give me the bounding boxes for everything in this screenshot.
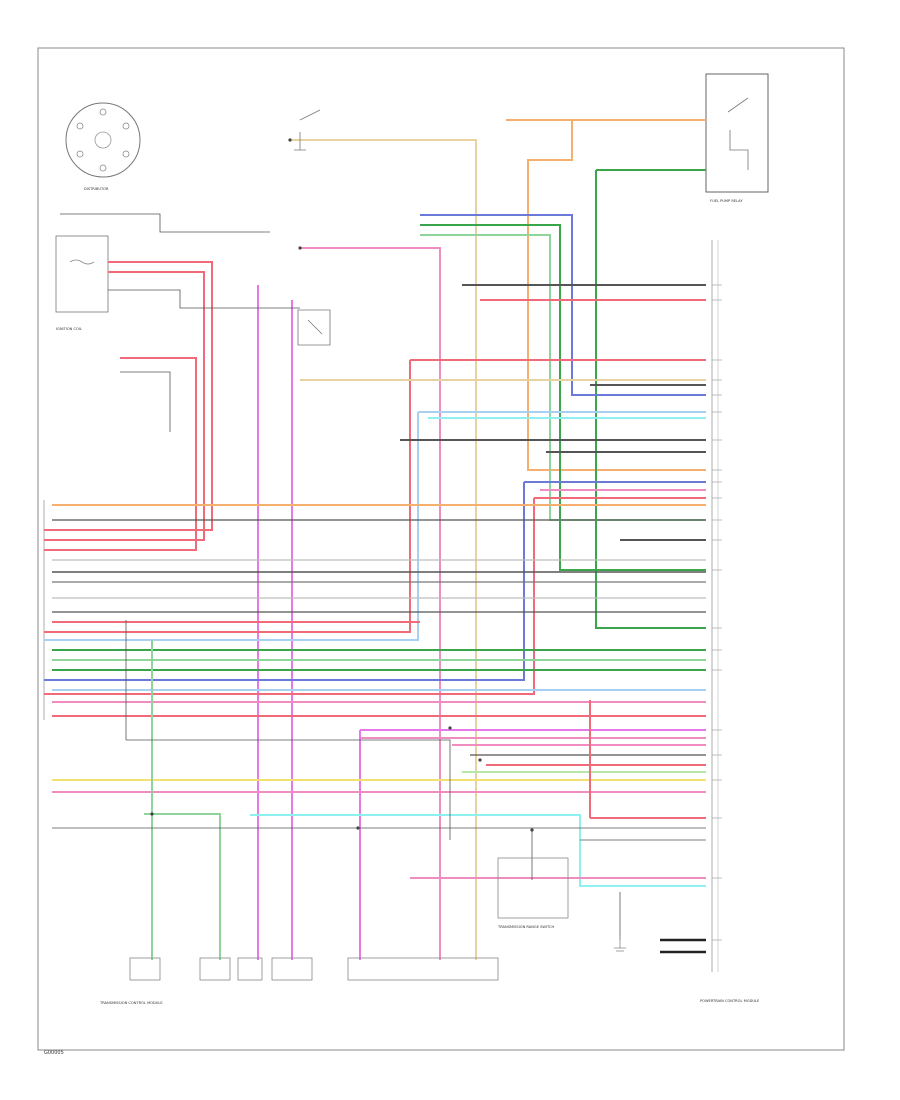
pcm-pin-ticks [712, 284, 722, 941]
distributor-terminals [76, 108, 130, 172]
pcm-label: POWERTRAIN CONTROL MODULE [700, 999, 760, 1003]
thin-routing-lines [52, 213, 706, 940]
distributor-label: DISTRIBUTOR [84, 187, 109, 191]
wire-red-3 [44, 357, 197, 551]
relay-switch [727, 97, 749, 170]
wire-orange-2 [527, 120, 706, 471]
ignition-coil-winding [69, 259, 95, 265]
shift-solenoid-b [237, 957, 263, 981]
pressure-control-solenoid [271, 957, 313, 981]
wire-green-left-low [144, 813, 221, 960]
wire-red-pcm-3 [44, 359, 706, 633]
wire-green-top [595, 169, 706, 629]
wire-lightblue-pcm [44, 411, 706, 641]
tcm-label: TRANSMISSION CONTROL MODULE [99, 1001, 163, 1005]
distributor-cap [65, 102, 141, 178]
wire-red-coil-2 [44, 271, 205, 541]
ignition-switch-contacts [294, 109, 321, 151]
wire-blue-top [420, 214, 706, 396]
wire-green-2 [420, 224, 706, 571]
ignition-coil-box [55, 235, 109, 313]
wire-blue-pcm [44, 481, 706, 681]
fuel-pump-relay-box [705, 73, 769, 193]
pcm-connector: POWERTRAIN CONTROL MODULE [700, 240, 760, 1003]
distributor-center [94, 131, 112, 149]
clutch-switch-arm [307, 319, 323, 335]
diagram-border [37, 47, 845, 1051]
wire-pink-v [300, 247, 441, 960]
ignition-coil: IGNITION COIL [55, 235, 109, 331]
fuel-pump-relay: FUEL PUMP RELAY [705, 73, 769, 203]
ignition-coil-label: IGNITION COIL [56, 327, 82, 331]
wire-lightgreen [420, 234, 706, 521]
trans-range-sensor-block [347, 957, 499, 981]
bottom-components [129, 857, 626, 981]
trans-range-switch-box [497, 857, 569, 919]
wire-red-pcm-6 [44, 497, 706, 695]
splice-points [150, 138, 534, 832]
ignition-switch [294, 109, 331, 346]
wire-red-coil [44, 261, 213, 531]
ground-symbol [614, 936, 626, 952]
trans-range-switch-label: TRANSMISSION RANGE SWITCH [497, 925, 555, 929]
shift-solenoid-a [199, 957, 231, 981]
clutch-switch [297, 309, 331, 346]
wire-magenta-low [359, 729, 706, 960]
footer-code: G00005 [44, 1050, 64, 1056]
wire-red-low-2 [589, 700, 706, 819]
distributor: DISTRIBUTOR [65, 102, 141, 191]
tcc-solenoid [129, 957, 161, 981]
wire-cyan-low [250, 814, 706, 887]
harness-wires [44, 119, 706, 960]
fuel-pump-relay-label: FUEL PUMP RELAY [710, 199, 743, 203]
wire-tan-top [290, 139, 477, 960]
